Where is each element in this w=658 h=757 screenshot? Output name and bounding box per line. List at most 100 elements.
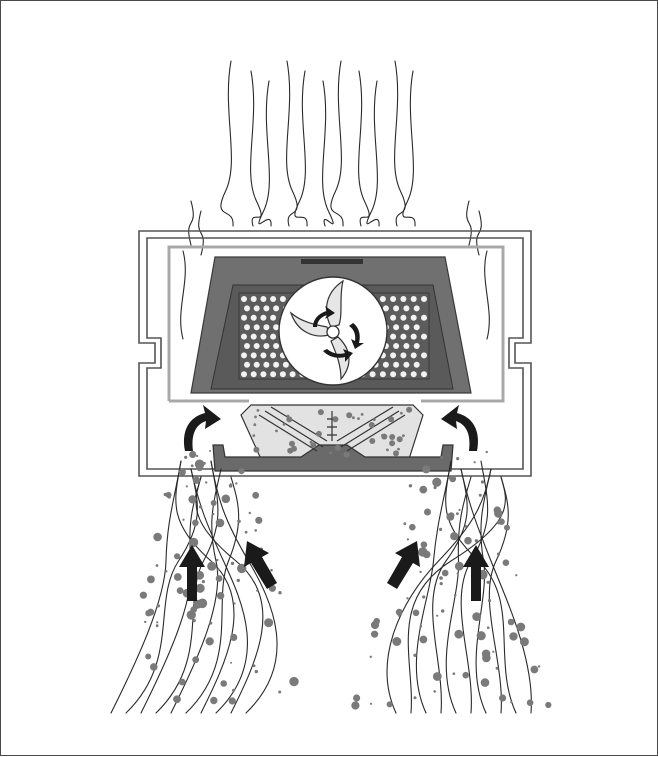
dust-particle-icon bbox=[424, 553, 427, 556]
smoke-wave-icon bbox=[190, 468, 248, 714]
dust-particle-icon bbox=[252, 434, 256, 437]
dust-particle-icon bbox=[286, 414, 290, 418]
dust-particle-icon bbox=[150, 663, 158, 671]
dust-particle-icon bbox=[424, 508, 431, 516]
dust-particle-icon bbox=[254, 669, 258, 674]
perforation-hole bbox=[410, 314, 417, 321]
fan-rotation-arrow-icon bbox=[323, 349, 353, 362]
perforation-hole bbox=[241, 352, 247, 359]
perforation-hole bbox=[390, 296, 397, 302]
dust-particle-icon bbox=[155, 564, 159, 567]
smoke-wave-icon bbox=[195, 476, 264, 714]
perforation-hole bbox=[270, 296, 277, 302]
perforation-hole bbox=[270, 314, 277, 321]
dust-particle-icon bbox=[458, 508, 461, 511]
dust-particle-icon bbox=[486, 626, 490, 629]
dust-particle-icon bbox=[530, 665, 539, 674]
dust-particle-icon bbox=[406, 538, 409, 541]
dust-particle-icon bbox=[509, 632, 518, 641]
perforation-hole bbox=[400, 314, 407, 321]
dust-particle-icon bbox=[210, 500, 217, 506]
dust-particle-icon bbox=[504, 524, 510, 531]
dust-particle-icon bbox=[282, 422, 286, 426]
dust-particle-icon bbox=[419, 635, 428, 644]
perforation-hole bbox=[270, 333, 277, 340]
dust-particle-icon bbox=[456, 572, 459, 575]
dust-particle-icon bbox=[252, 664, 256, 668]
dust-particle-icon bbox=[315, 430, 322, 437]
perforation-hole bbox=[253, 324, 260, 331]
smoke-wave-icon bbox=[488, 476, 509, 714]
perforation-hole bbox=[279, 296, 286, 302]
dust-particle-icon bbox=[439, 527, 443, 532]
dust-particle-icon bbox=[153, 532, 162, 542]
dust-particle-icon bbox=[286, 416, 293, 423]
perforation-hole bbox=[260, 333, 267, 340]
perforation-hole bbox=[260, 296, 267, 302]
dust-particle-icon bbox=[163, 492, 168, 497]
dust-particle-icon bbox=[485, 450, 488, 454]
perforation-hole bbox=[413, 343, 420, 349]
dust-particle-icon bbox=[487, 599, 492, 603]
dust-particle-icon bbox=[156, 621, 159, 624]
dust-particle-icon bbox=[381, 433, 384, 437]
dust-particle-icon bbox=[352, 416, 355, 420]
dust-particle-icon bbox=[413, 696, 417, 700]
smoke-wave-icon bbox=[175, 460, 235, 714]
dust-particle-icon bbox=[396, 436, 403, 443]
smoke-wave-icon bbox=[386, 468, 492, 714]
dust-particle-icon bbox=[454, 629, 464, 639]
dust-particle-icon bbox=[454, 561, 464, 571]
dust-particle-icon bbox=[408, 484, 413, 488]
perforation-hole bbox=[393, 324, 400, 331]
perforation-hole bbox=[250, 296, 257, 302]
dust-particle-icon bbox=[439, 582, 443, 586]
dust-particle-icon bbox=[441, 609, 445, 613]
dust-particle-icon bbox=[448, 512, 455, 519]
dust-particle-icon bbox=[192, 619, 196, 623]
perforation-hole bbox=[413, 361, 420, 368]
dust-particle-icon bbox=[507, 618, 515, 626]
dust-particle-icon bbox=[418, 547, 428, 557]
dust-particle-icon bbox=[498, 518, 505, 525]
dust-particle-icon bbox=[165, 491, 172, 498]
dust-particle-icon bbox=[409, 523, 416, 531]
perforation-hole bbox=[241, 296, 247, 302]
smoke-wave-icon bbox=[286, 60, 298, 227]
perforation-hole bbox=[413, 324, 420, 331]
dust-particle-icon bbox=[192, 476, 201, 484]
dust-particle-icon bbox=[440, 456, 443, 459]
dust-particle-icon bbox=[393, 450, 399, 457]
airflow-curved-arrow-icon bbox=[441, 405, 479, 451]
dust-particle-icon bbox=[173, 695, 181, 704]
perforation-hole bbox=[250, 333, 257, 340]
smoke-wave-icon bbox=[294, 70, 308, 227]
dust-particle-icon bbox=[147, 608, 155, 616]
dust-particle-icon bbox=[186, 610, 196, 620]
dust-particle-icon bbox=[402, 434, 405, 438]
filter-tray bbox=[212, 444, 454, 472]
dust-particle-icon bbox=[205, 481, 208, 484]
dust-particle-icon bbox=[388, 416, 395, 423]
filter-pleats bbox=[258, 406, 406, 452]
perforation-hole bbox=[410, 296, 417, 302]
dust-particle-icon bbox=[448, 476, 451, 479]
dust-particle-icon bbox=[496, 552, 501, 556]
dust-particle-icon bbox=[450, 532, 459, 541]
smoke-wave-icon bbox=[330, 60, 344, 227]
dust-particle-icon bbox=[174, 553, 181, 560]
dust-particle-icon bbox=[420, 541, 428, 548]
dust-particle-icon bbox=[372, 418, 376, 421]
dust-particle-icon bbox=[441, 569, 449, 577]
dust-particle-icon bbox=[238, 468, 245, 475]
perforation-hole bbox=[393, 305, 400, 312]
dust-particle-icon bbox=[178, 468, 186, 476]
dust-particle-icon bbox=[371, 630, 379, 638]
dust-particle-icon bbox=[389, 440, 396, 447]
perforation-hole bbox=[390, 352, 397, 359]
dust-particle-icon bbox=[255, 516, 263, 524]
perforation-hole bbox=[244, 361, 250, 368]
dust-particle-icon bbox=[253, 446, 260, 453]
dust-particle-icon bbox=[184, 455, 188, 459]
smoke-wave-icon bbox=[358, 70, 370, 227]
